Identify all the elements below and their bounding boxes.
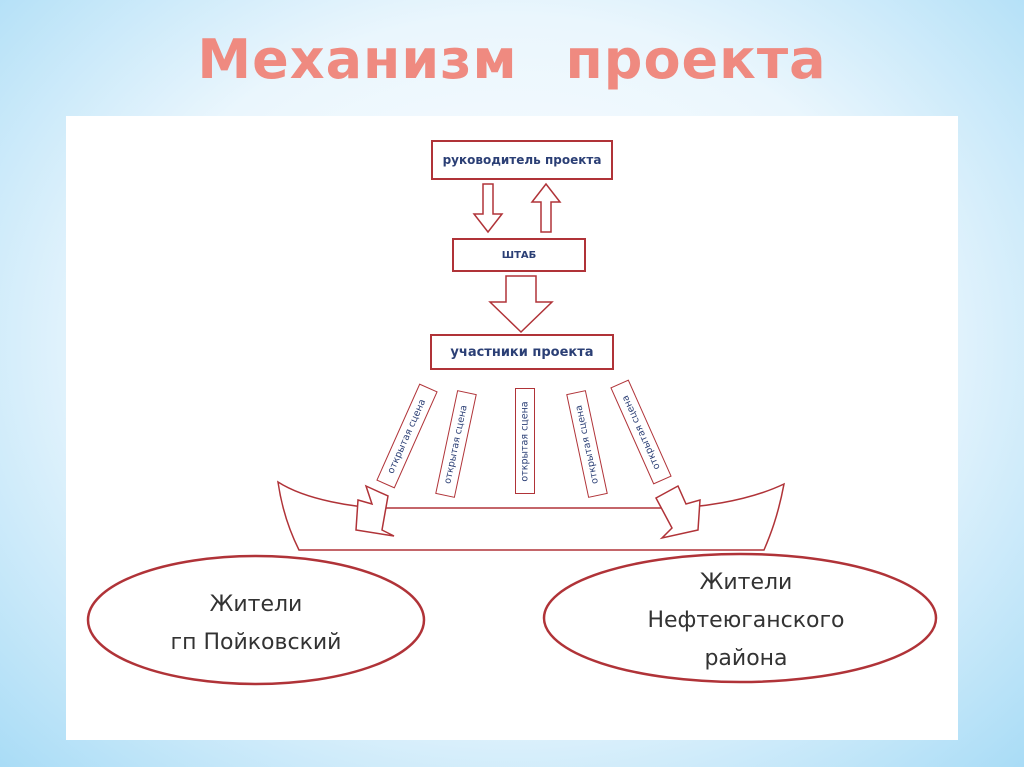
audience-right-line: Жители [699,570,793,595]
audience-left-label: Жители гп Пойковский [106,586,406,662]
participants-box: участники проекта [430,334,614,370]
scene-boat-shape [277,480,786,551]
arrow-down-large-icon [488,275,554,334]
arrow-right-down-icon [654,484,701,540]
arrow-left-down-icon [355,484,395,537]
open-stage-label: открытая сцена [519,400,531,482]
arrow-down-icon [472,183,504,234]
arrow-up-icon [530,182,562,233]
diagram-panel: руководитель проекта ШТАБ участники прое… [66,116,958,740]
hq-box: ШТАБ [452,238,586,272]
slide-title: Механизм проекта [197,28,827,91]
open-stage-strip: открытая сцена [515,388,535,494]
project-leader-box: руководитель проекта [431,140,613,180]
audience-left-line: гп Пойковский [170,630,342,655]
diagram-connectors [86,182,938,686]
audience-left-ellipse [86,554,426,686]
audience-left-line: Жители [209,592,303,617]
audience-right-line: Нефтеюганского [647,608,845,633]
audience-right-line: района [704,646,788,671]
audience-right-label: Жители Нефтеюганского района [566,564,926,678]
audience-right-ellipse [542,552,938,684]
